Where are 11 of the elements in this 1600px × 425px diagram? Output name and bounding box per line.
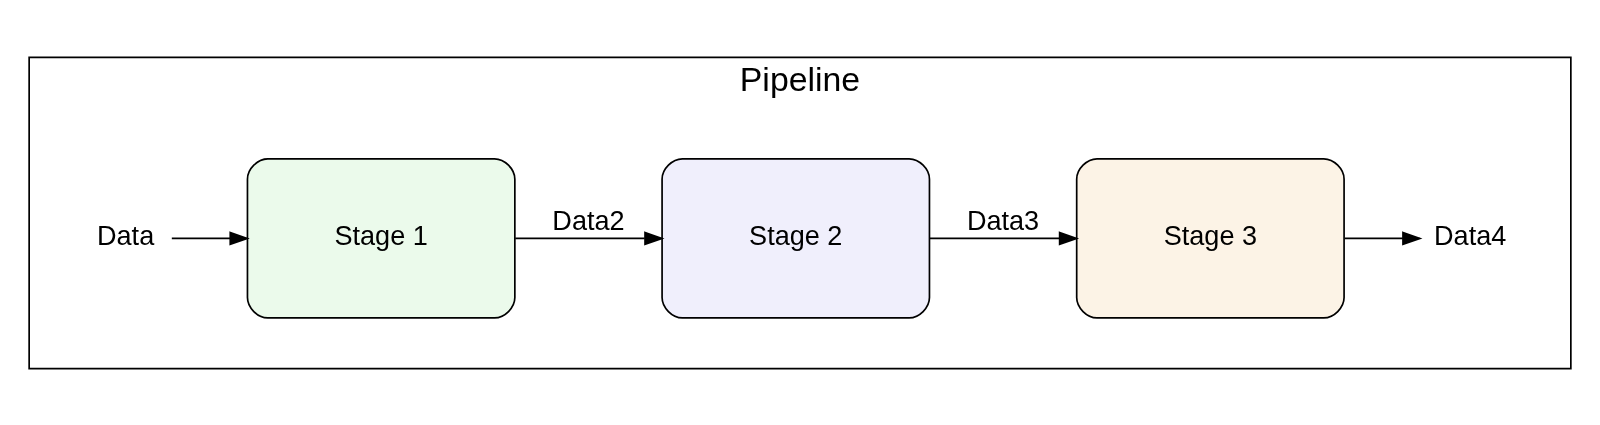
- node-box: Stage 3: [1075, 157, 1345, 319]
- node-box: Stage 1: [246, 157, 516, 319]
- arrow: [1343, 230, 1423, 245]
- edge-label: Data3: [966, 204, 1040, 236]
- arrow: [929, 230, 1080, 245]
- edge-label: Data2: [552, 204, 625, 236]
- node-text: Data4: [1434, 219, 1507, 251]
- node-box: Stage 2: [661, 157, 931, 319]
- node-text: Data: [97, 219, 155, 251]
- arrow: [514, 230, 665, 245]
- arrow: [170, 230, 250, 245]
